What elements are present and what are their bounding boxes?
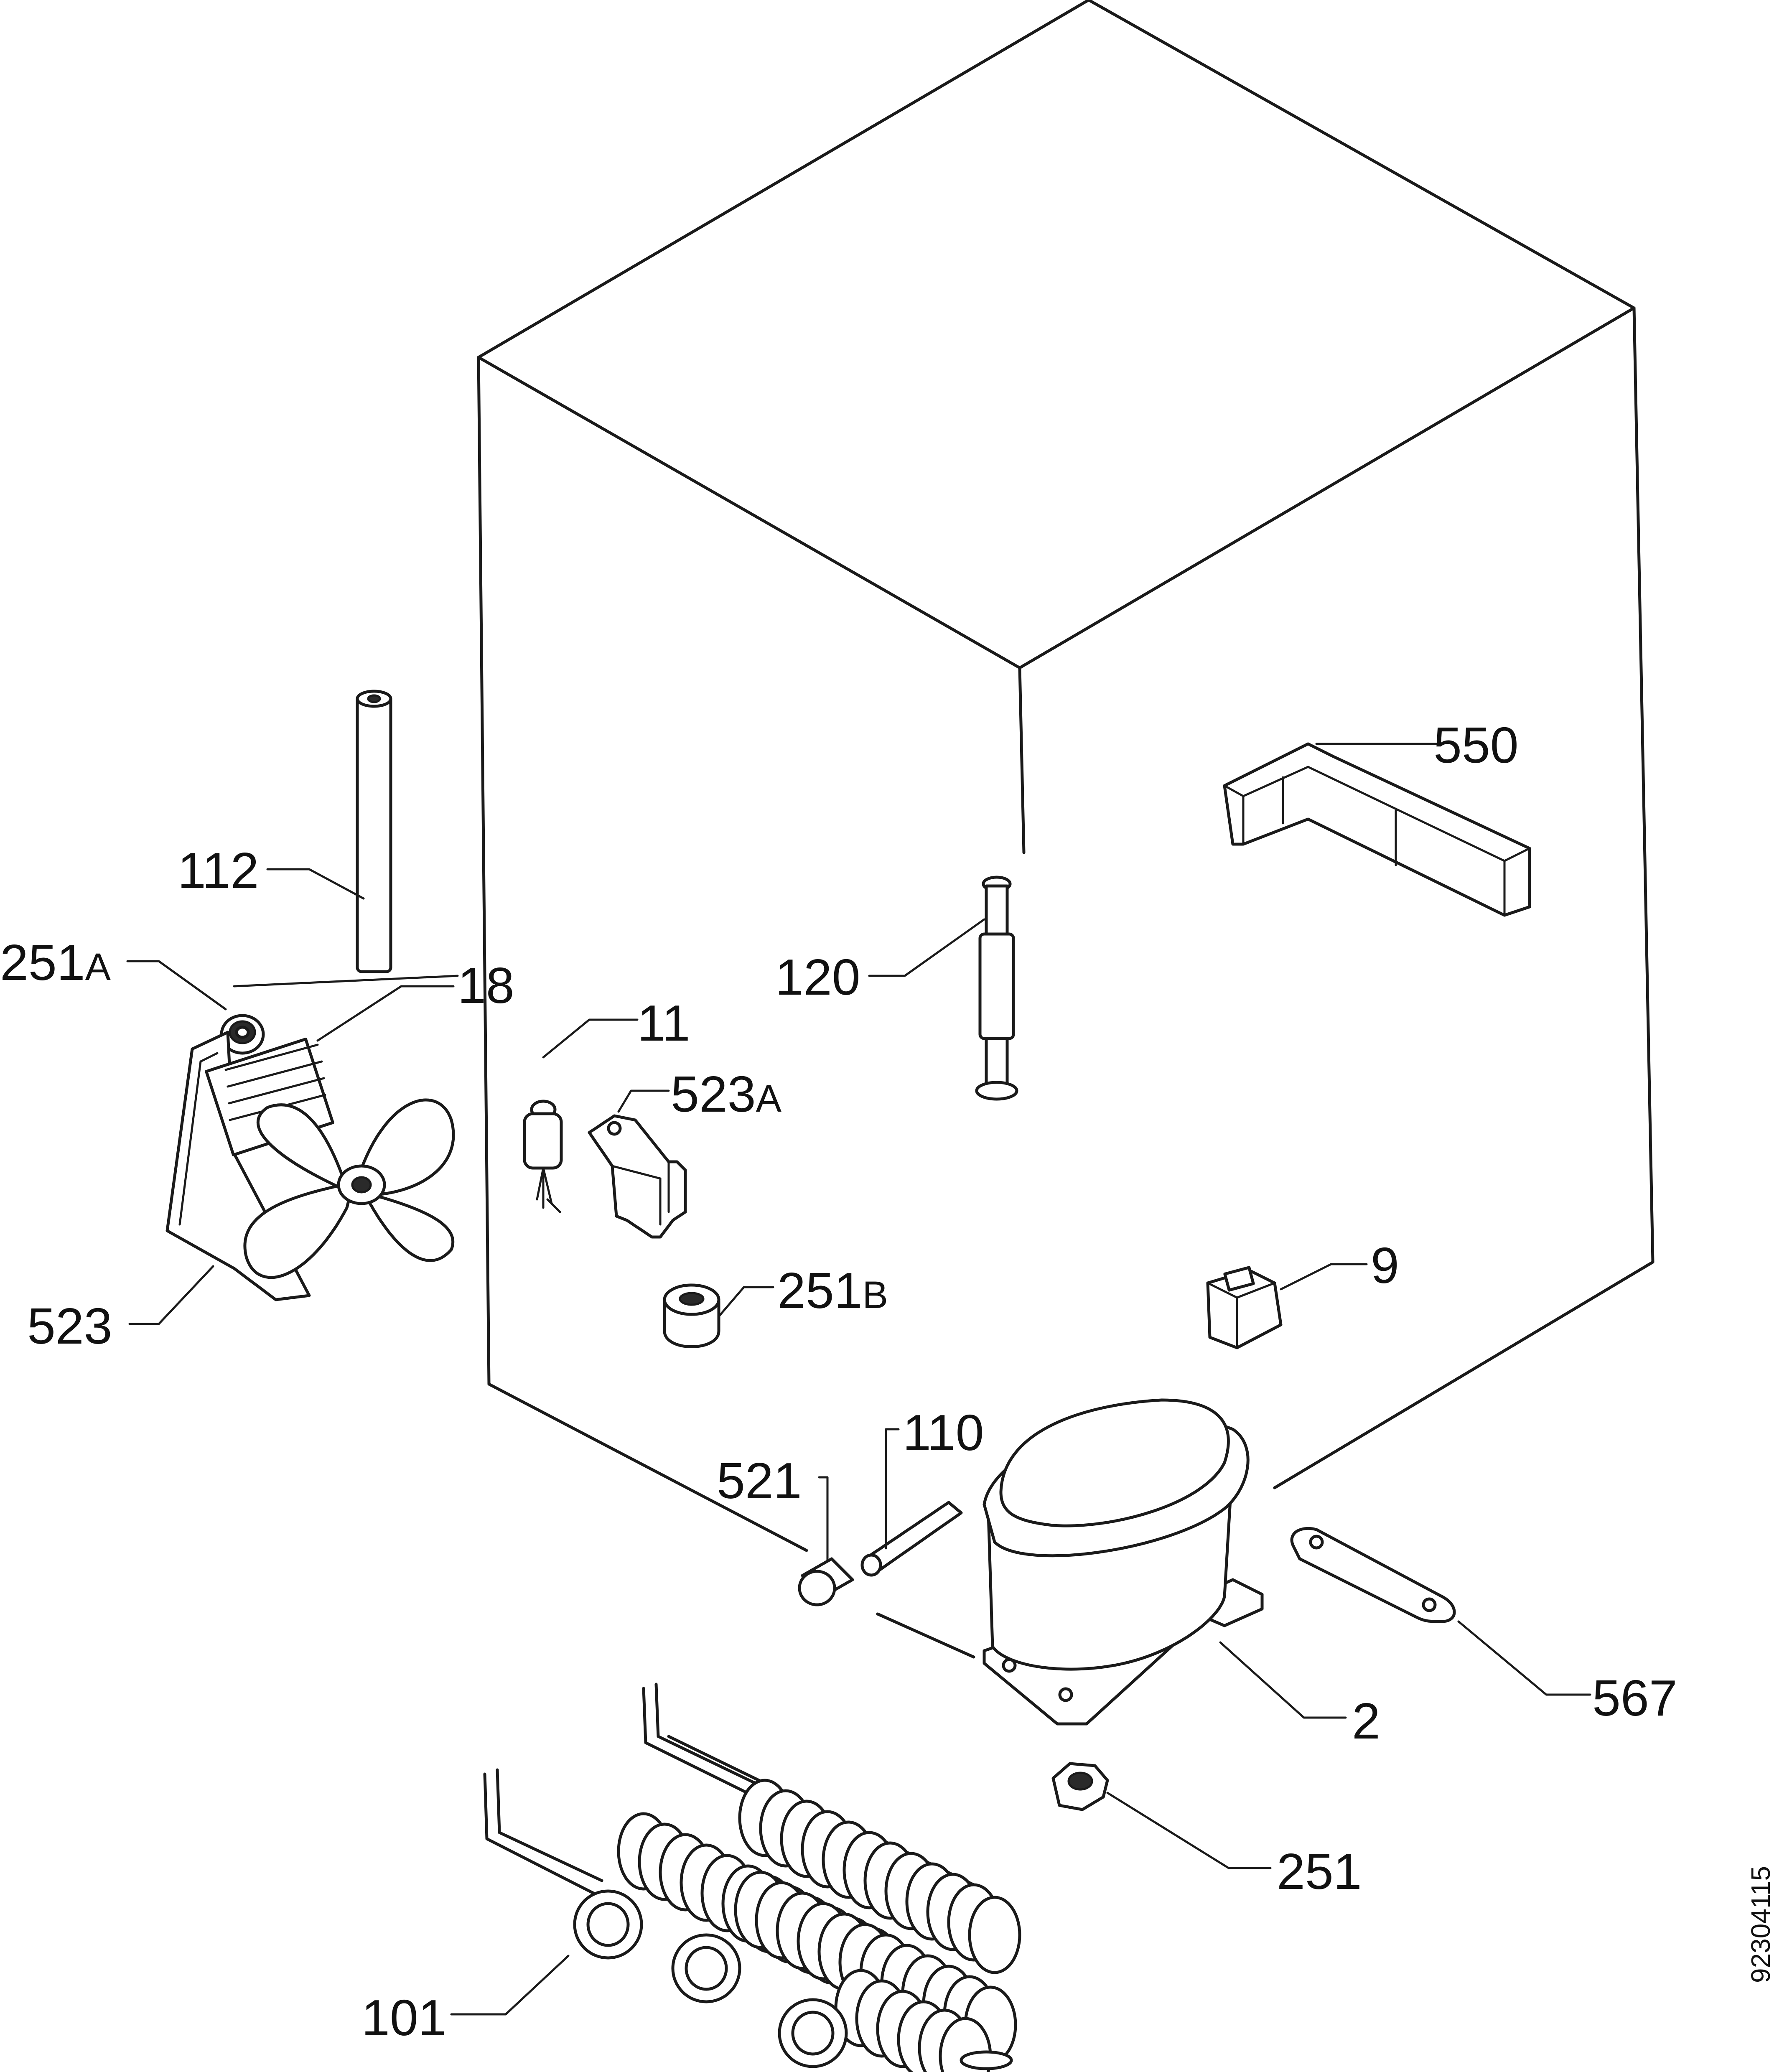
label-251b-suffix: B	[863, 1274, 888, 1316]
callout-labels: 550 112 120 18 251A 11 523A 9 251B 523 1…	[0, 717, 1677, 2046]
label-550: 550	[1433, 717, 1519, 774]
label-18: 18	[458, 957, 514, 1014]
label-110: 110	[903, 1404, 984, 1461]
bracket-part	[1223, 742, 1531, 917]
rod-part	[860, 1501, 963, 1577]
coil-row-4	[834, 1969, 1013, 2072]
label-251a: 251A	[0, 934, 111, 991]
label-11: 11	[637, 995, 690, 1051]
fan-motor-part	[165, 1031, 455, 1301]
document-id: 92304115	[1746, 1866, 1776, 1983]
tube-part	[356, 690, 392, 973]
pin-part	[975, 876, 1018, 1101]
clamp-part	[588, 1114, 687, 1239]
compressor-part	[983, 1398, 1264, 1726]
label-251a-number: 251	[0, 934, 85, 991]
grommet-b-part	[663, 1283, 720, 1348]
label-251: 251	[1277, 1843, 1362, 1900]
label-9: 9	[1371, 1237, 1399, 1294]
label-251b: 251B	[777, 1262, 888, 1319]
plate-part	[1290, 1527, 1456, 1623]
leader-lines	[126, 743, 1591, 2016]
coil-row-1	[738, 1779, 1021, 1974]
label-523a-suffix: A	[756, 1077, 782, 1120]
label-521: 521	[717, 1452, 802, 1509]
condenser-coil-part	[483, 1683, 1021, 2072]
label-523a-number: 523	[671, 1066, 756, 1123]
label-101: 101	[361, 1989, 447, 2046]
label-523a: 523A	[671, 1066, 782, 1123]
label-2: 2	[1352, 1693, 1380, 1749]
relay-part	[1206, 1266, 1283, 1349]
label-120: 120	[775, 949, 860, 1005]
cap-part	[798, 1557, 854, 1606]
label-112: 112	[178, 842, 259, 899]
label-251a-suffix: A	[85, 946, 111, 988]
label-251b-number: 251	[777, 1262, 863, 1319]
cabinet-outline	[477, 0, 1655, 1659]
thermostat-part	[523, 1100, 563, 1213]
label-567: 567	[1592, 1670, 1677, 1726]
nut-part	[1051, 1762, 1109, 1811]
label-523: 523	[27, 1298, 112, 1354]
